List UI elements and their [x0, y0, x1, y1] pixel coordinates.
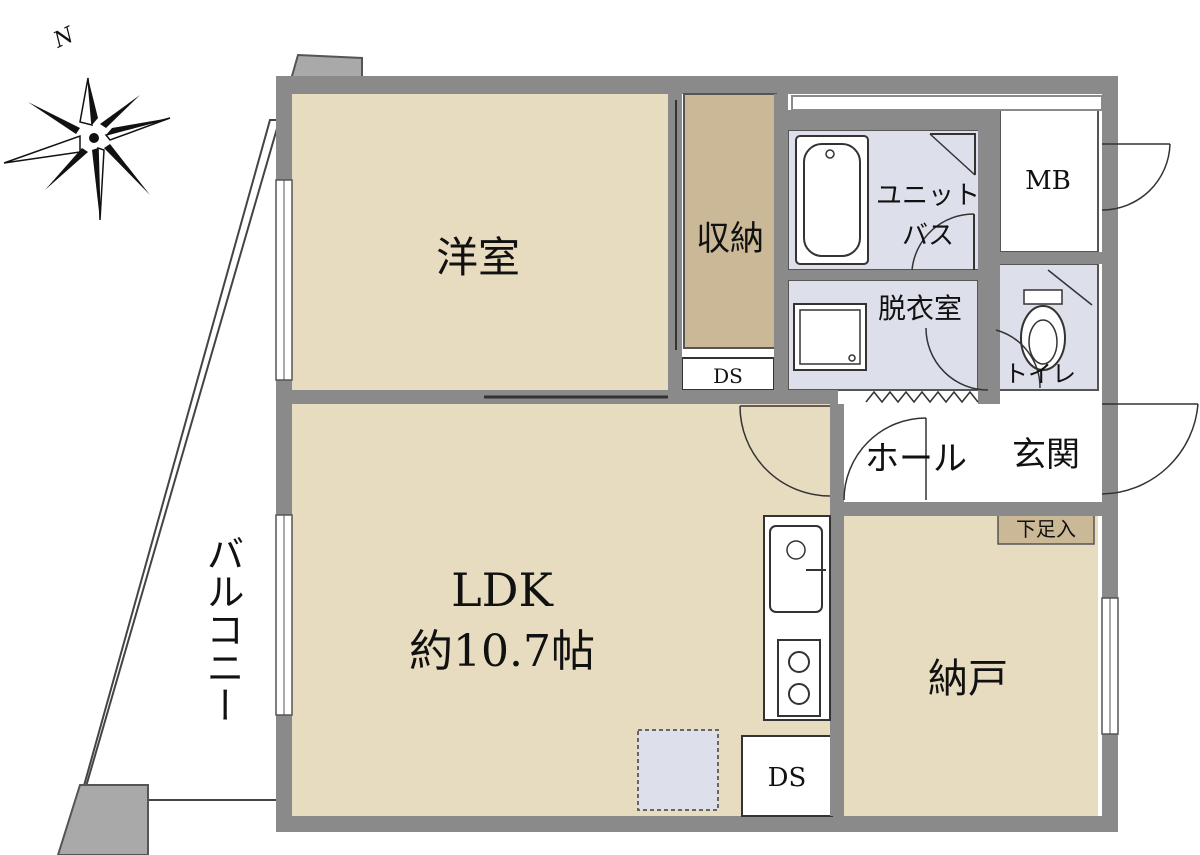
storage-area — [683, 93, 777, 349]
balcony-label: バルコニー — [200, 534, 244, 724]
compass-rose-icon — [3, 77, 171, 221]
compass-north-label: N — [49, 22, 79, 54]
ds-lower-box — [741, 735, 833, 817]
shoe-box-label: 下足入 — [1016, 517, 1076, 541]
closet-label: 納戸 — [928, 656, 1008, 702]
stove-icon — [777, 639, 821, 717]
unit-bath-label-line1: ユニット — [876, 181, 980, 211]
toilet-label: トイレ — [1004, 360, 1076, 388]
washing-machine-icon — [793, 303, 867, 371]
entrance-label: 玄関 — [1012, 435, 1080, 475]
ldk-size-label: 約10.7帖 — [409, 626, 595, 677]
ldk-label: LDK — [451, 563, 554, 617]
ds-upper-label: DS — [713, 364, 743, 388]
western-room-label: 洋室 — [436, 233, 520, 282]
balcony-column-bottom — [56, 784, 149, 855]
shoe-box-area — [997, 511, 1095, 545]
western-room-area — [292, 94, 668, 390]
folding-door-icon — [865, 390, 979, 404]
ldk-area — [292, 404, 830, 816]
storage-label: 収納 — [696, 219, 764, 259]
fridge-space — [637, 729, 719, 811]
hall-label: ホール — [865, 439, 967, 479]
closet-area — [844, 516, 1098, 816]
doors — [484, 100, 1199, 501]
unit-bath-label-line2: バス — [902, 221, 954, 251]
ds-lower-label: DS — [768, 763, 807, 793]
dressing-room-label: 脱衣室 — [878, 292, 962, 325]
bathtub-icon — [795, 135, 869, 265]
toilet-icon — [1020, 289, 1066, 371]
mb-label: MB — [1025, 166, 1071, 196]
